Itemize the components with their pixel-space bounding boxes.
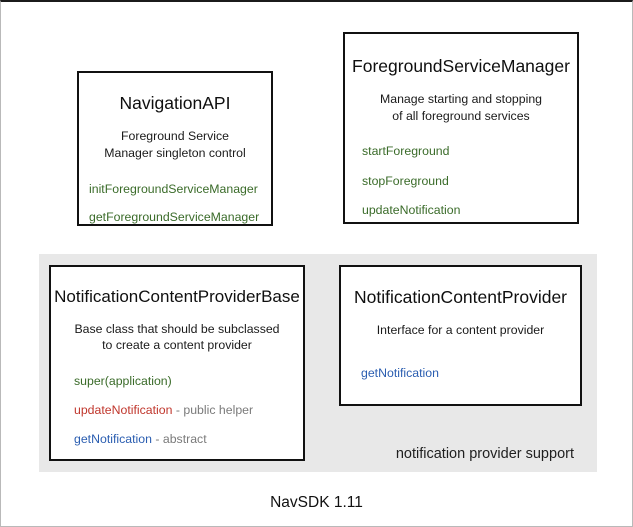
class-member: getForegroundServiceManager	[89, 209, 271, 224]
class-description-line-2: Manager singleton control	[104, 145, 246, 160]
class-members-foreground-service-manager: startForeground stopForeground updateNot…	[345, 145, 577, 216]
class-description-line-2: of all foreground services	[392, 108, 530, 123]
class-title-notification-content-provider: NotificationContentProvider	[353, 287, 568, 307]
class-member-name: super(application)	[74, 373, 172, 388]
class-description-line-1: Interface for a content provider	[376, 323, 545, 338]
class-description-notification-content-provider-base: Base class that should be subclassed to …	[51, 321, 303, 354]
class-description-line-1: Foreground Service	[121, 129, 229, 144]
class-box-foreground-service-manager: ForegroundServiceManager Manage starting…	[343, 32, 579, 224]
class-box-notification-content-provider-base: NotificationContentProviderBase Base cla…	[49, 265, 305, 461]
class-members-navigation-api: initForegroundServiceManager getForegrou…	[79, 183, 271, 223]
class-box-navigation-api: NavigationAPI Foreground Service Manager…	[77, 71, 273, 226]
class-title-foreground-service-manager: ForegroundServiceManager	[352, 56, 570, 76]
class-description-line-1: Base class that should be subclassed	[74, 321, 280, 336]
class-member-name: getForegroundServiceManager	[89, 209, 260, 224]
class-member-name: initForegroundServiceManager	[89, 182, 258, 197]
class-member: getNotification	[361, 367, 580, 379]
class-member: initForegroundServiceManager	[89, 183, 271, 195]
class-members-notification-content-provider: getNotification	[341, 367, 580, 379]
class-description-foreground-service-manager: Manage starting and stopping of all fore…	[345, 91, 577, 124]
class-title-notification-content-provider-base: NotificationContentProviderBase	[54, 287, 300, 306]
class-title-navigation-api: NavigationAPI	[119, 93, 231, 113]
class-member: stopForeground	[362, 173, 577, 188]
class-member-note: - public helper	[172, 403, 254, 418]
class-member: startForeground	[362, 145, 577, 157]
class-member: getNotification - abstract	[74, 433, 303, 445]
class-description-line-1: Manage starting and stopping	[379, 92, 543, 107]
class-description-notification-content-provider: Interface for a content provider	[341, 322, 580, 339]
class-description-navigation-api: Foreground Service Manager singleton con…	[79, 128, 271, 161]
class-member-name: startForeground	[362, 144, 450, 159]
class-member: updateNotification - public helper	[74, 404, 303, 416]
class-member: updateNotification	[362, 204, 577, 216]
class-members-notification-content-provider-base: super(application) updateNotification - …	[51, 375, 303, 446]
class-member-note: - abstract	[151, 432, 207, 447]
class-member-name: getNotification	[74, 432, 152, 447]
class-description-line-2: to create a content provider	[102, 338, 252, 353]
class-box-notification-content-provider: NotificationContentProvider Interface fo…	[339, 265, 582, 406]
class-member-name: updateNotification	[362, 202, 461, 217]
diagram-footer-caption: NavSDK 1.11	[270, 494, 363, 511]
group-label: notification provider support	[395, 446, 574, 462]
class-member-name: getNotification	[361, 365, 439, 380]
class-member-name: updateNotification	[74, 403, 173, 418]
class-member: super(application)	[74, 375, 303, 387]
class-member-name: stopForeground	[362, 173, 449, 188]
